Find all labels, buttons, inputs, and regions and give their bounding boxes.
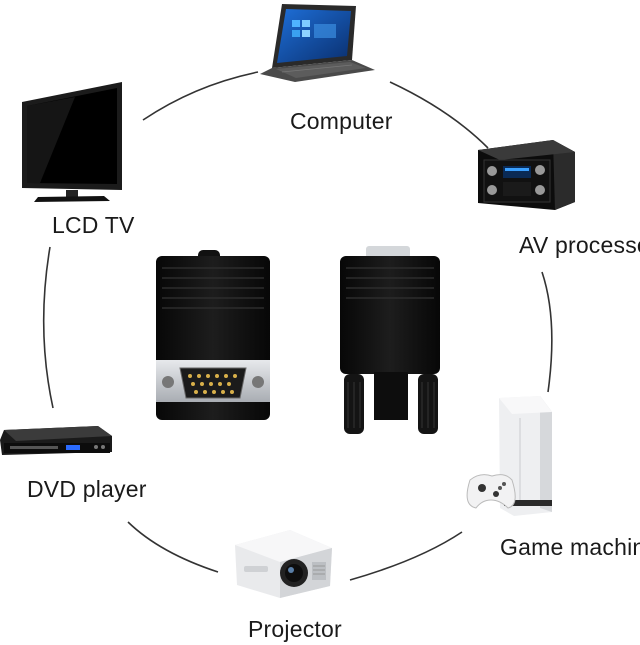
- vga-adapter-back: [340, 246, 440, 434]
- connection-ring: [42, 71, 553, 581]
- laptop-icon: [260, 4, 375, 82]
- label-game-machine: Game machine: [500, 534, 640, 560]
- game-console-icon: [466, 396, 552, 516]
- tv-icon: [22, 82, 122, 202]
- dvd-player-icon: [0, 426, 112, 455]
- projector-icon: [235, 530, 332, 598]
- vga-adapter-front: [156, 250, 270, 420]
- label-dvd-player: DVD player: [27, 476, 147, 502]
- label-projector: Projector: [248, 616, 342, 642]
- av-processor-icon: [478, 140, 575, 210]
- label-lcd-tv: LCD TV: [52, 212, 135, 238]
- label-computer: Computer: [290, 108, 393, 134]
- label-av-processor: AV processor: [519, 232, 640, 258]
